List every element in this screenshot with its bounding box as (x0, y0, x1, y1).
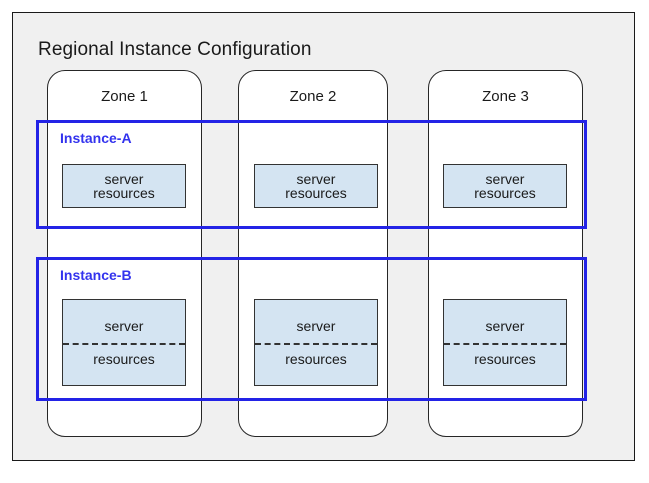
zone-label-2: Zone 2 (289, 88, 337, 105)
instance-label-a: Instance-A (60, 130, 132, 146)
resource-line-1: server (296, 318, 336, 335)
resource-line-2: resources (285, 350, 347, 367)
resource-line-1: server (296, 170, 336, 187)
resource-box-b-zone3[interactable]: server resources (443, 299, 567, 386)
resource-line-1: server (104, 318, 144, 335)
zone-label-3: Zone 3 (482, 88, 529, 105)
page-title: Regional Instance Configuration (38, 39, 312, 60)
instance-band-b[interactable]: Instance-B (36, 257, 587, 401)
resource-line-1: server (485, 318, 525, 335)
resource-line-2: resources (93, 350, 155, 367)
resource-line-1: server (104, 170, 144, 187)
resource-box-a-zone3[interactable]: server resources (443, 164, 567, 208)
instance-label-b: Instance-B (60, 267, 132, 283)
resource-line-2: resources (474, 350, 536, 367)
split-divider (63, 342, 185, 345)
resource-box-a-zone2[interactable]: server resources (254, 164, 378, 208)
resource-line-2: resources (285, 185, 347, 201)
split-divider (255, 342, 377, 345)
resource-box-b-zone2[interactable]: server resources (254, 299, 378, 386)
instance-band-a[interactable]: Instance-A (36, 120, 587, 229)
resource-line-1: server (485, 170, 525, 187)
resource-box-b-zone1[interactable]: server resources (62, 299, 186, 386)
resource-line-2: resources (93, 185, 155, 201)
zone-label-1: Zone 1 (101, 88, 148, 105)
split-divider (444, 342, 566, 345)
resource-box-a-zone1[interactable]: server resources (62, 164, 186, 208)
resource-line-2: resources (474, 185, 536, 201)
